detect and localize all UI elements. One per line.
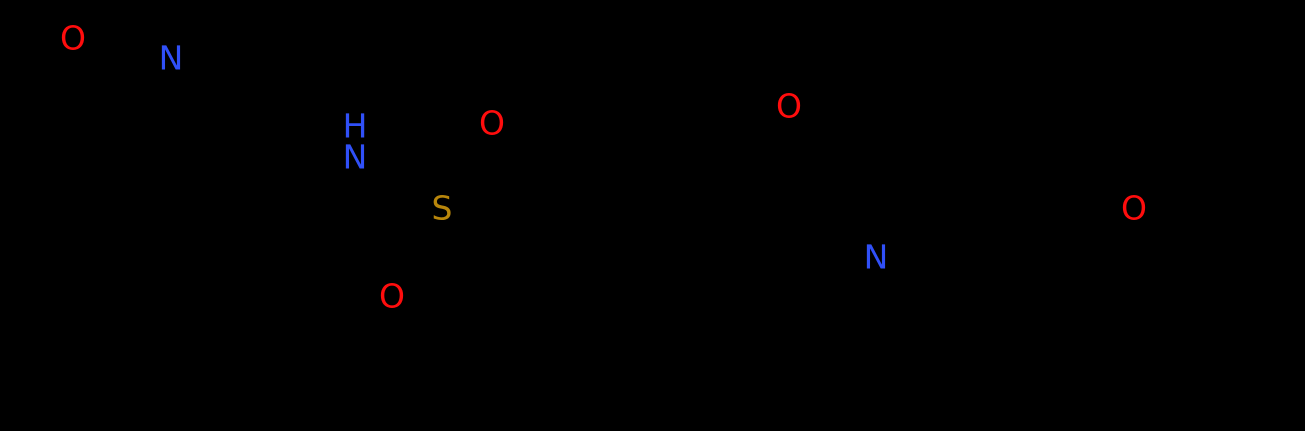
atom-o5: O — [1121, 188, 1147, 228]
atom-nh: H N — [342, 106, 368, 177]
atom-o2: O — [479, 103, 505, 143]
atom-s1: S — [431, 188, 453, 228]
atom-n1: N — [158, 38, 184, 78]
atom-o3: O — [379, 276, 405, 316]
atom-o4: O — [776, 86, 802, 126]
atom-o1: O — [60, 18, 86, 58]
atom-n2: N — [863, 237, 889, 277]
